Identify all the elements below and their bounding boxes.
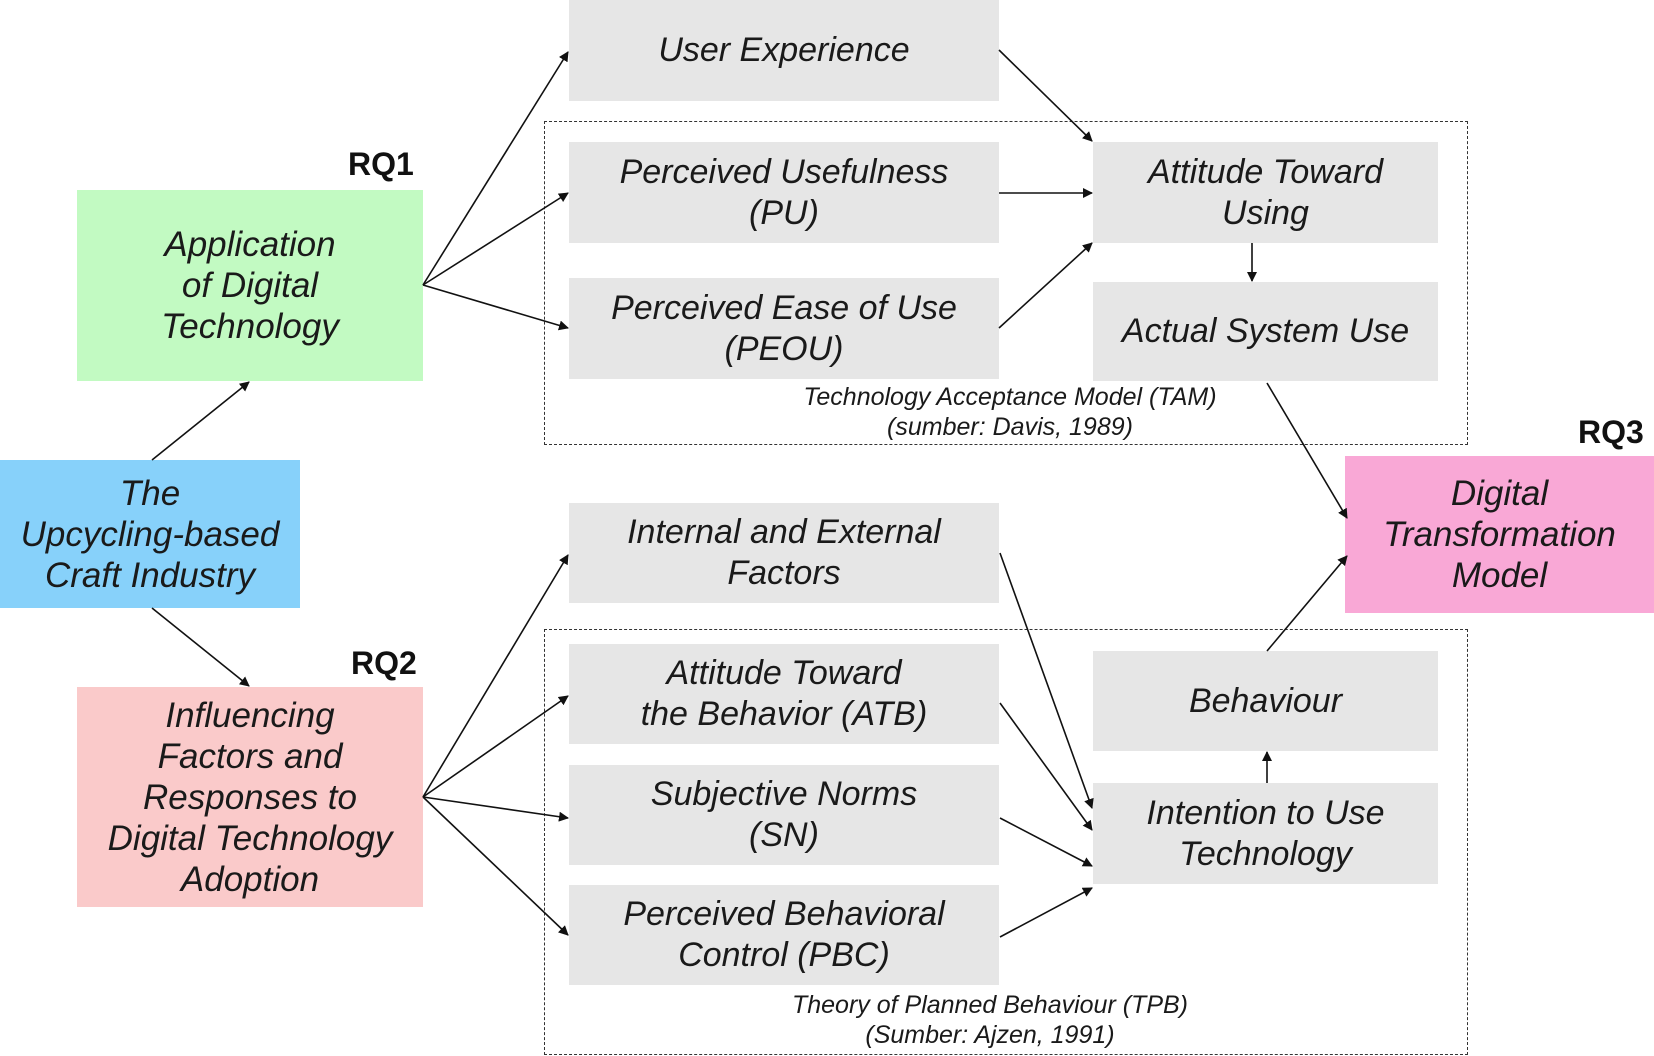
arrow-pbc-to-intention — [999, 887, 1093, 938]
influencing-node: Influencing Factors and Responses to Dig… — [77, 687, 423, 907]
internal-external-node: Internal and External Factors — [569, 503, 999, 603]
arrow-application-to-pu — [422, 192, 569, 286]
arrow-ux-to-attitude — [998, 49, 1093, 142]
rq1-label: RQ1 — [348, 146, 414, 182]
attitude-using-node: Attitude Toward Using — [1093, 142, 1438, 243]
arrow-actual-to-transformation — [1266, 382, 1348, 519]
craft-industry-node: The Upcycling-based Craft Industry — [0, 460, 300, 608]
arrow-sn-to-intention — [999, 817, 1093, 867]
arrow-atb-to-intention — [999, 702, 1093, 831]
arrow-application-to-ux — [422, 51, 569, 286]
application-node: Application of Digital Technology — [77, 190, 423, 381]
tam-caption: Technology Acceptance Model (TAM) (sumbe… — [803, 383, 1217, 441]
arrow-craft-to-application — [151, 381, 250, 461]
rq2-label: RQ2 — [351, 645, 417, 681]
arrow-application-to-peou — [422, 284, 569, 331]
tam-frame — [544, 121, 1468, 445]
behaviour-node: Behaviour — [1093, 651, 1438, 751]
arrow-influencing-to-atb — [422, 695, 569, 798]
arrow-behaviour-to-transformation — [1266, 555, 1348, 652]
sn-node: Subjective Norms (SN) — [569, 765, 999, 865]
tpb-frame — [544, 629, 1468, 1055]
atb-node: Attitude Toward the Behavior (ATB) — [569, 644, 999, 744]
arrow-influencing-to-sn — [422, 796, 569, 822]
peou-node: Perceived Ease of Use (PEOU) — [569, 278, 999, 379]
actual-use-node: Actual System Use — [1093, 282, 1438, 381]
arrow-influencing-to-internal — [422, 554, 569, 798]
user-experience-node: User Experience — [569, 0, 999, 101]
arrow-craft-to-influencing — [151, 607, 250, 687]
arrow-influencing-to-pbc — [422, 796, 569, 936]
tpb-caption: Theory of Planned Behaviour (TPB) (Sumbe… — [791, 991, 1189, 1049]
digital-transformation-node: Digital Transformation Model — [1345, 456, 1654, 613]
pbc-node: Perceived Behavioral Control (PBC) — [569, 885, 999, 985]
pu-node: Perceived Usefulness (PU) — [569, 142, 999, 243]
rq3-label: RQ3 — [1578, 414, 1644, 450]
intention-node: Intention to Use Technology — [1093, 783, 1438, 884]
arrow-internal-to-intention — [999, 552, 1094, 809]
arrow-peou-to-attitude — [998, 242, 1093, 329]
